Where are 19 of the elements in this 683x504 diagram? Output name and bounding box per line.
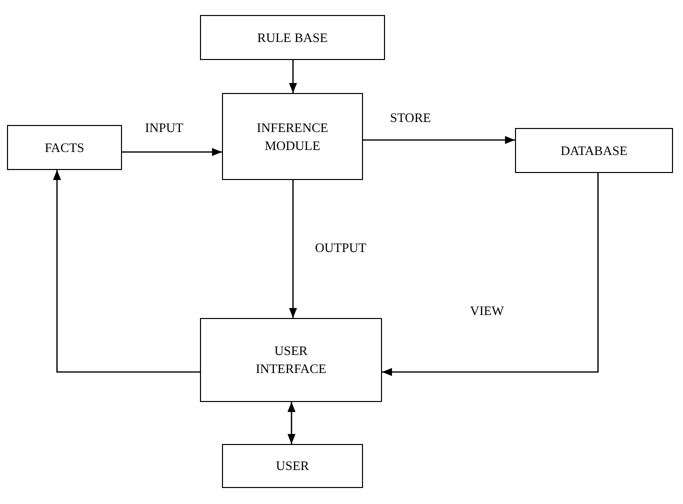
arrow [363,136,515,144]
box-label: DATABASE [560,142,628,160]
arrow [289,60,297,93]
box-label: FACTS [44,138,84,156]
process-box [200,15,385,60]
process-box [222,444,363,488]
box-label: RULE BASE [257,28,328,46]
process-box [515,128,673,173]
box-label: USER [276,457,310,475]
arrow [288,402,296,444]
arrow [122,148,222,156]
arrow [382,173,599,376]
process-box [200,318,382,402]
process-box [222,93,363,180]
arrow [53,170,200,373]
box-label: USER INTERFACE [254,342,328,378]
process-box [7,125,122,170]
box-label: INFERENCE MODULE [256,118,330,154]
arrow [289,180,297,318]
